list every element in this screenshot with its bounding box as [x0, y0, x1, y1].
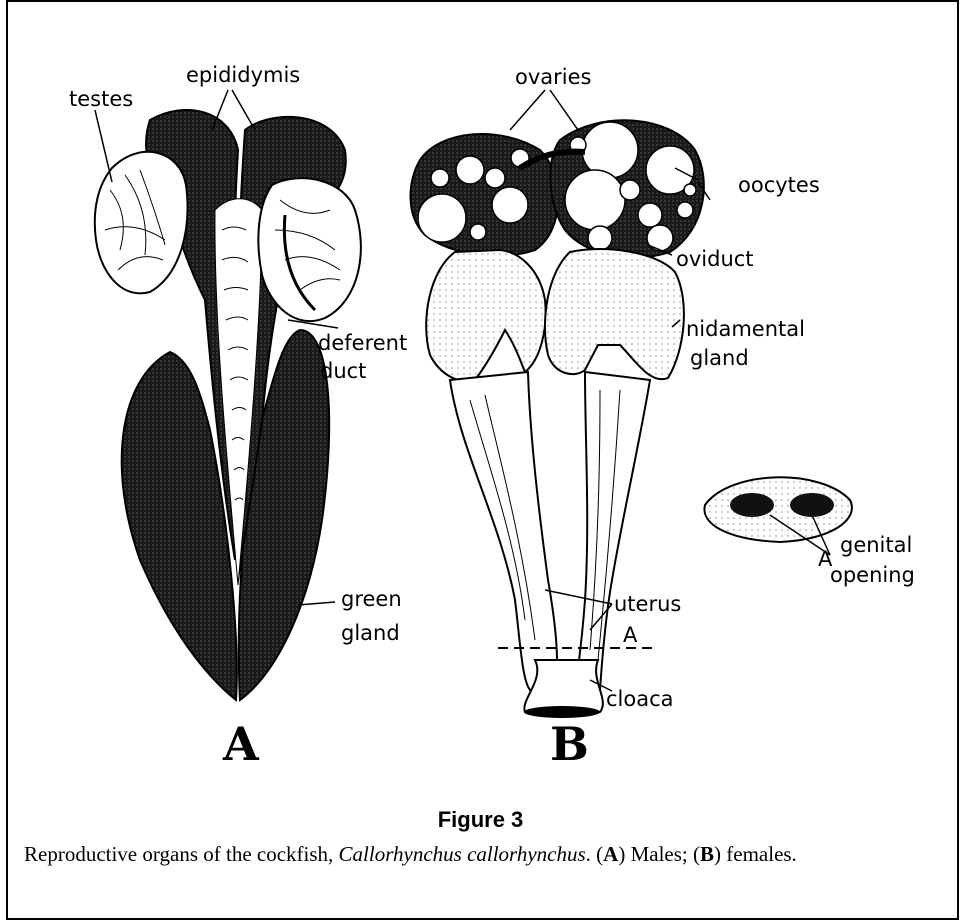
caption-a: A — [603, 842, 618, 866]
label-section-a: A — [623, 623, 638, 647]
label-green-gland-1: green — [341, 587, 402, 611]
caption-part-2: . ( — [586, 842, 604, 866]
label-genital-1: genital — [840, 533, 912, 557]
caption-part-1: Reproductive organs of the cockfish, — [24, 842, 339, 866]
label-epididymis: epididymis — [186, 63, 300, 87]
caption-species: Callorhynchus callorhynchus — [339, 842, 586, 866]
caption-title: Figure 3 — [0, 807, 961, 833]
testis-right — [258, 178, 361, 321]
label-ovaries: ovaries — [515, 65, 591, 89]
uterus-right — [575, 372, 650, 690]
label-green-gland-2: gland — [341, 621, 400, 645]
label-deferent-duct-1: deferent — [318, 331, 407, 355]
caption-part-3: ) Males; ( — [618, 842, 700, 866]
label-oocytes: oocytes — [738, 173, 820, 197]
label-genital-2: opening — [830, 563, 915, 587]
label-nidamental-1: nidamental — [686, 317, 805, 341]
nidamental-gland-left — [426, 250, 545, 381]
label-cloaca: cloaca — [606, 687, 674, 711]
label-nidamental-2: gland — [690, 346, 749, 370]
panel-label-a: A — [222, 717, 260, 771]
label-deferent-duct-2: duct — [320, 359, 366, 383]
label-oviduct: oviduct — [676, 247, 754, 271]
caption-part-4: ) females. — [714, 842, 797, 866]
uterus-left — [450, 372, 557, 690]
male-organs — [95, 90, 361, 700]
panel-label-b: B — [550, 717, 589, 771]
label-testes: testes — [69, 87, 133, 111]
label-uterus: uterus — [614, 592, 681, 616]
caption-b: B — [700, 842, 714, 866]
caption-text: Reproductive organs of the cockfish, Cal… — [24, 840, 944, 869]
nidamental-gland-right — [545, 249, 684, 379]
